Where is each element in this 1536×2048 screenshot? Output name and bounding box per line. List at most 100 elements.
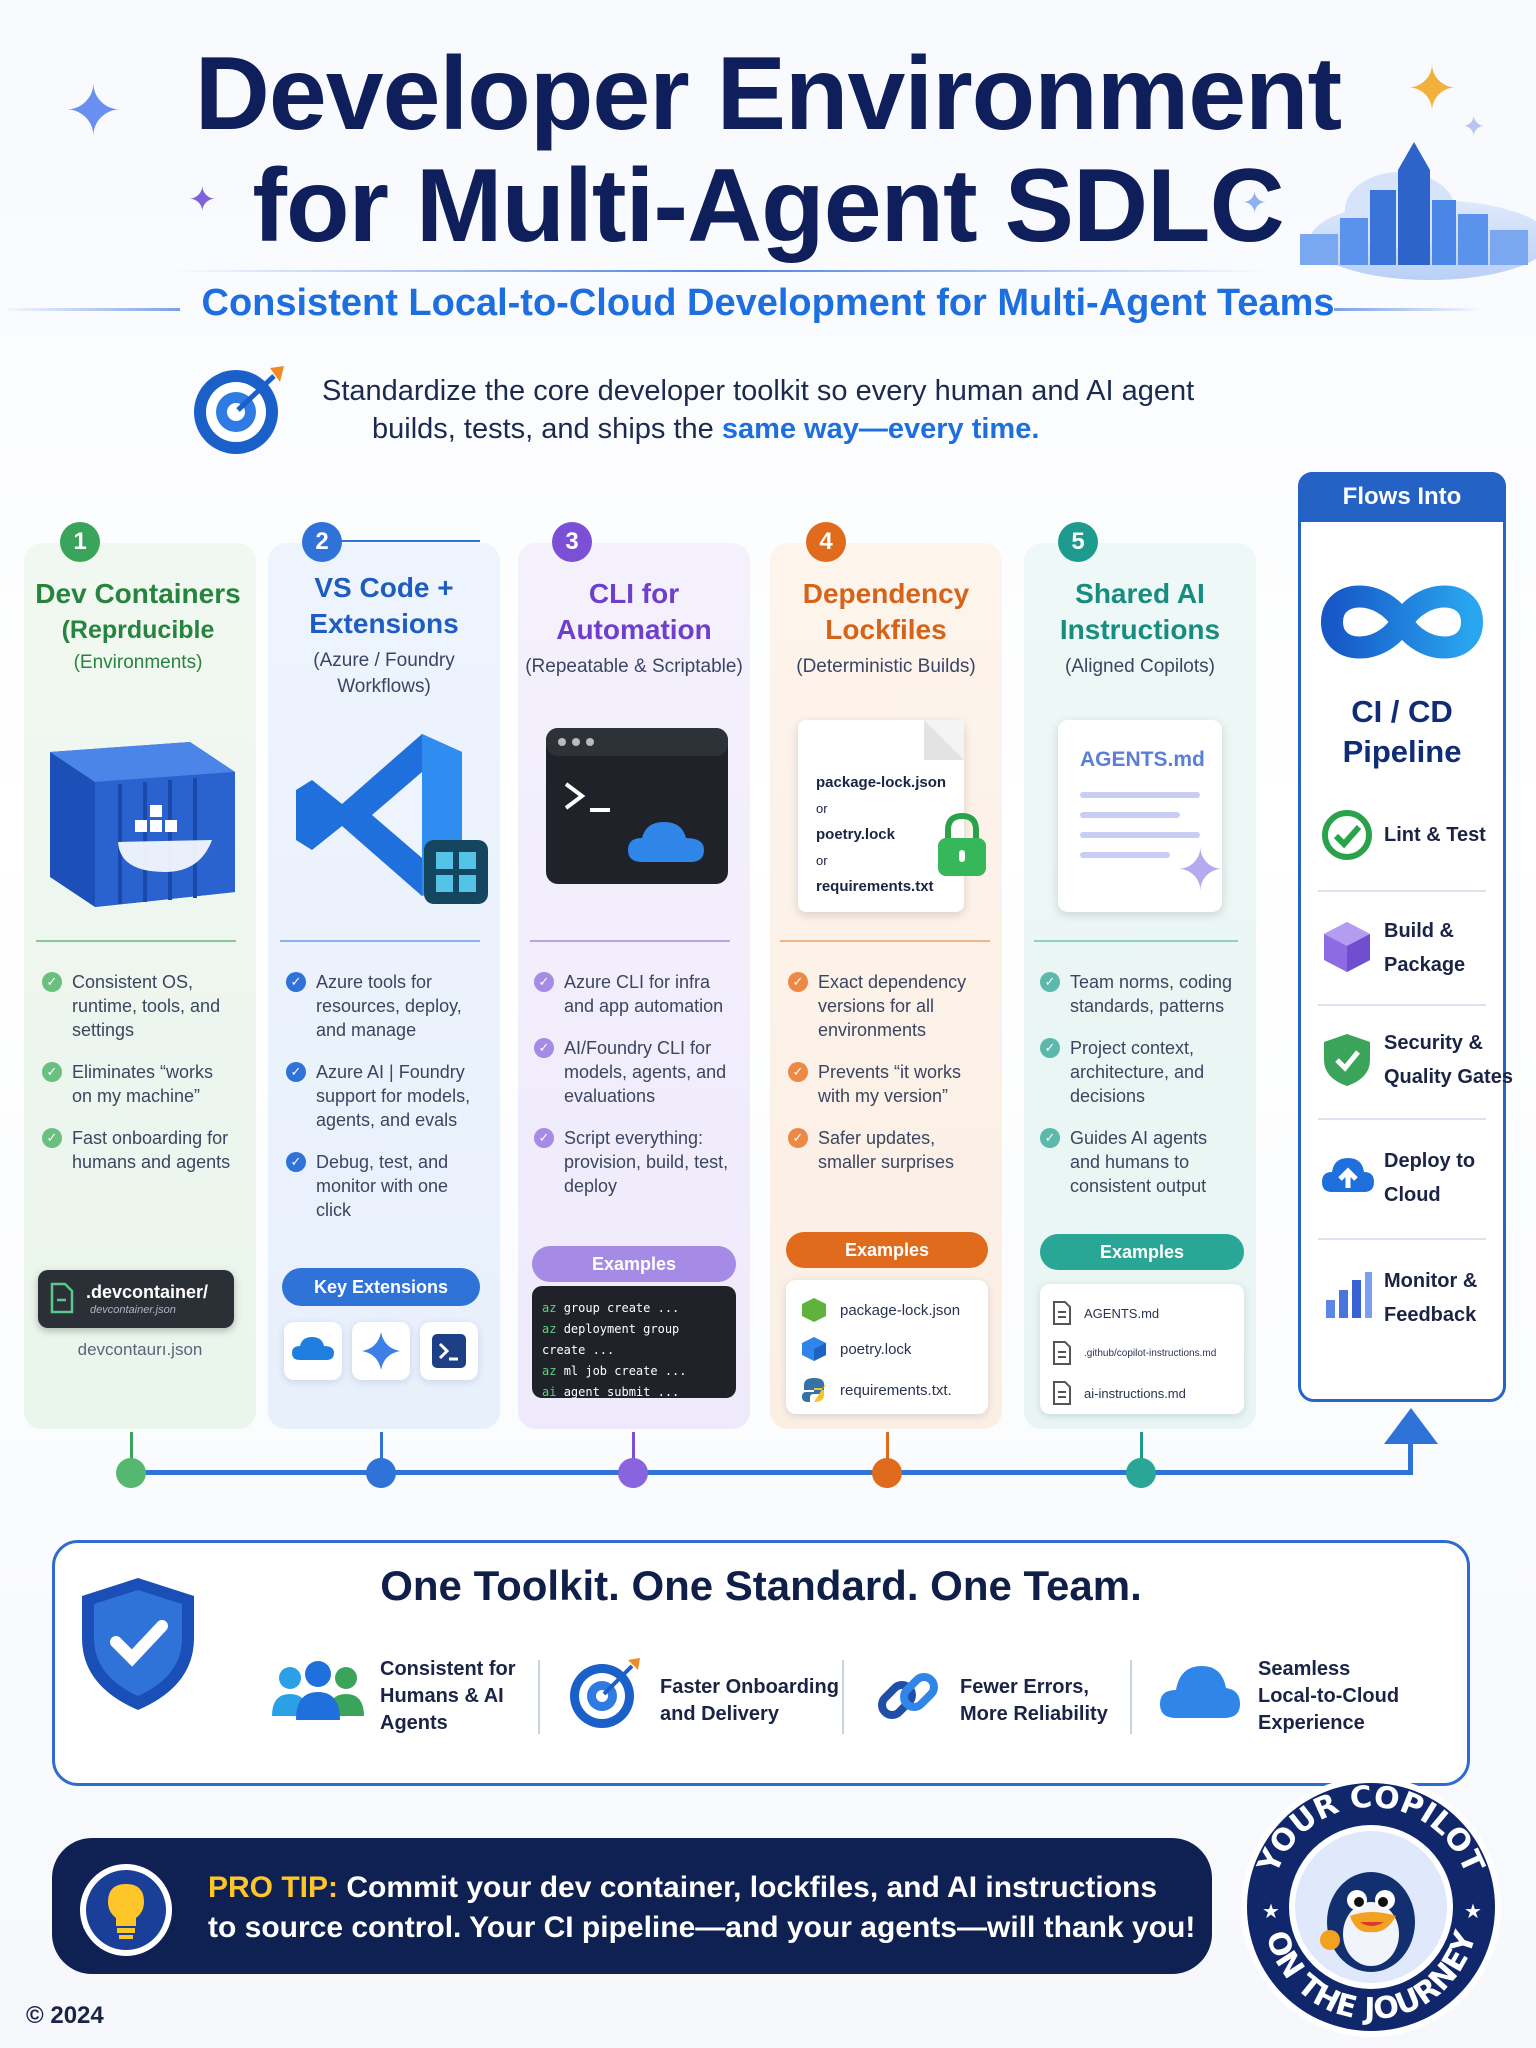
extension-tile[interactable] — [420, 1322, 478, 1380]
command-examples: az group create ... az deployment group … — [532, 1286, 736, 1399]
sparkle-icon: ✦ — [1406, 52, 1458, 125]
cloud-upload-icon — [1322, 1158, 1374, 1192]
list-item: ✓Safer updates, smaller surprises — [788, 1126, 988, 1174]
check-icon: ✓ — [286, 972, 306, 992]
command-line: ai agent submit ... — [542, 1385, 680, 1399]
copyright: © 2024 — [26, 2002, 104, 2029]
check-icon: ✓ — [1040, 1038, 1060, 1058]
step-number: 2 — [302, 522, 342, 562]
terminal-icon — [432, 1334, 466, 1368]
cube-icon — [1324, 922, 1370, 972]
column-subtitle: (Azure / Foundry Workflows) — [313, 650, 455, 697]
divider — [1334, 308, 1484, 311]
divider — [1034, 940, 1238, 942]
list-item: ✓AI/Foundry CLI for models, agents, and … — [534, 1036, 734, 1108]
list-item: ✓Script everything: provision, build, te… — [534, 1126, 734, 1198]
timeline-connector — [886, 1432, 889, 1470]
list-item: ✓Guides AI agents and humans to consiste… — [1040, 1126, 1240, 1198]
step-number: 1 — [60, 522, 100, 562]
timeline-dot — [1126, 1458, 1156, 1488]
pipeline-stage-build: Build &Package — [1384, 920, 1466, 976]
divider — [1318, 1118, 1486, 1120]
sparkle-icon: ✦ — [188, 180, 217, 220]
step-number: 3 — [552, 522, 592, 562]
document-icon — [1053, 1341, 1071, 1365]
list-item: ✓Azure tools for resources, deploy, and … — [286, 970, 486, 1042]
docker-icon — [50, 742, 235, 907]
cloud-icon — [1160, 1666, 1240, 1718]
check-icon: ✓ — [788, 1128, 808, 1148]
check-icon — [1322, 810, 1372, 860]
column-title: Shared AI Instructions — [1059, 578, 1221, 645]
command-line: az deployment group create ... — [542, 1322, 680, 1357]
list-item: poetry.lock — [800, 1328, 974, 1370]
cloud-icon — [292, 1337, 334, 1360]
divider — [1318, 1238, 1486, 1240]
list-item: AGENTS.md — [1052, 1294, 1232, 1332]
bar-chart-icon — [1326, 1272, 1372, 1318]
divider — [170, 270, 1270, 272]
check-icon: ✓ — [1040, 972, 1060, 992]
extension-tile[interactable] — [352, 1322, 410, 1380]
file-caption: devcontaurı.json — [77, 1340, 203, 1359]
intro-text: Standardize the core developer toolkit s… — [322, 375, 1195, 445]
pro-tip-text: PRO TIP: Commit your dev container, lock… — [208, 1871, 1196, 1944]
pipeline-stage-security: Security &Quality Gates — [1384, 1032, 1513, 1088]
examples-box: AGENTS.md .github/copilot-instructions.m… — [1040, 1284, 1244, 1414]
command-line: az ml job create ... — [542, 1364, 687, 1378]
list-item: .github/copilot-instructions.md — [1052, 1332, 1232, 1374]
cube-icon — [802, 1337, 826, 1361]
infinity-icon — [1320, 585, 1484, 659]
divider — [36, 940, 236, 942]
cube-icon — [802, 1298, 826, 1322]
timeline-connector — [130, 1432, 133, 1470]
page-title: Developer Environment for Multi-Agent SD… — [194, 36, 1342, 264]
timeline-line — [1408, 1440, 1413, 1475]
bullet-list: ✓Team norms, coding standards, patterns … — [1040, 970, 1240, 1198]
divider — [780, 940, 990, 942]
terminal-icon — [546, 728, 728, 884]
devcontainer-file-chip: .devcontainer/ devcontainer.json — [38, 1270, 234, 1328]
target-icon — [194, 366, 284, 454]
list-item: ✓Prevents “it works with my version” — [788, 1060, 988, 1108]
divider — [1318, 890, 1486, 892]
list-item: ✓Eliminates “works on my machine” — [42, 1060, 232, 1108]
bullet-list: ✓Azure CLI for infra and app automation … — [534, 970, 734, 1198]
pipeline-title: CI / CD Pipeline — [1342, 694, 1462, 769]
column-title: Dependency Lockfiles — [802, 578, 970, 645]
vscode-icon — [296, 734, 488, 904]
svg-text:★: ★ — [1464, 1899, 1482, 1923]
arrow-up-icon — [1384, 1408, 1438, 1444]
check-icon: ✓ — [1040, 1128, 1060, 1148]
shield-icon — [82, 1578, 194, 1710]
lockfile-document: package-lock.json or poetry.lock or requ… — [798, 720, 964, 912]
list-item: ✓Azure CLI for infra and app automation — [534, 970, 734, 1018]
step-number: 4 — [806, 522, 846, 562]
sparkle-icon: ✦ — [1176, 836, 1225, 904]
document-icon — [50, 1282, 74, 1314]
bullet-list: ✓Consistent OS, runtime, tools, and sett… — [42, 970, 232, 1174]
list-item: ✓Debug, test, and monitor with one click — [286, 1150, 486, 1222]
check-icon: ✓ — [788, 1062, 808, 1082]
timeline-connector — [380, 1432, 383, 1470]
command-line: az group create ... — [542, 1301, 680, 1315]
check-icon: ✓ — [534, 972, 554, 992]
pipeline-stage-monitor: Monitor &Feedback — [1384, 1270, 1478, 1326]
sparkle-icon: ✦ — [64, 70, 123, 152]
extension-tile[interactable] — [284, 1322, 342, 1380]
copilot-badge: YOUR COPILOT ON THE JOURNEY ★ ★ — [1241, 1777, 1501, 2037]
divider — [530, 940, 730, 942]
divider — [1130, 1660, 1132, 1734]
svg-text:★: ★ — [1262, 1899, 1280, 1923]
lightbulb-icon — [80, 1864, 172, 1956]
mascot-icon — [1320, 1872, 1415, 1972]
people-icon — [272, 1661, 364, 1720]
list-item: ✓Fast onboarding for humans and agents — [42, 1126, 232, 1174]
check-icon: ✓ — [286, 1152, 306, 1172]
benefit-fewer-errors: Fewer Errors,More Reliability — [960, 1676, 1108, 1725]
divider — [538, 1660, 540, 1734]
bullet-list: ✓Azure tools for resources, deploy, and … — [286, 970, 486, 1222]
